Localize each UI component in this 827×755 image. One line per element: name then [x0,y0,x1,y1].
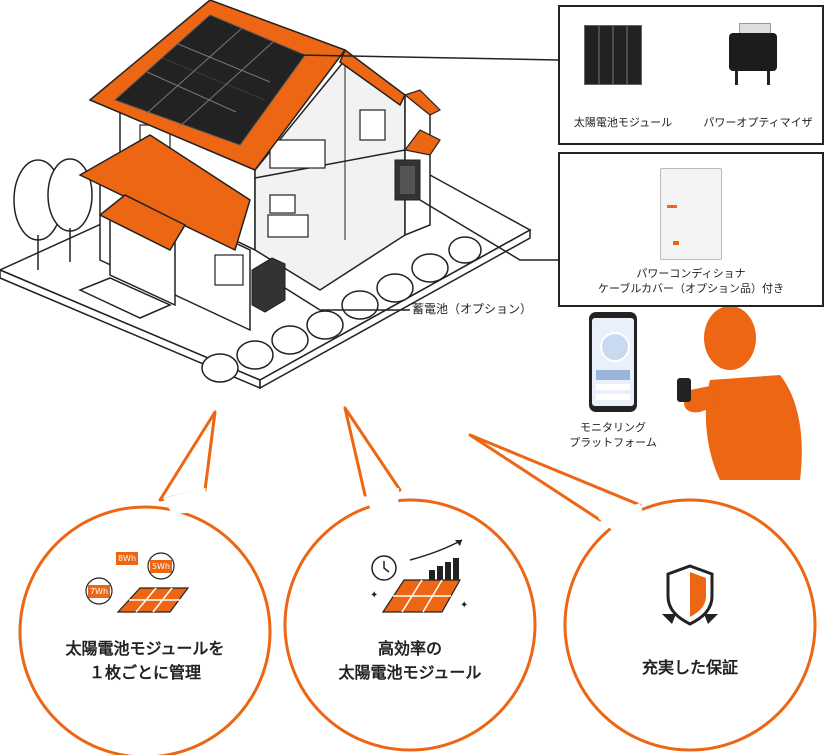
inverter-label-2: ケーブルカバー（オプション品）付き [597,282,784,295]
svg-text:✦: ✦ [370,590,378,601]
bubble-tail-2 [343,406,402,497]
optimizer-icon [725,23,781,85]
wh-tag-8: 8Wh [117,554,137,563]
module-label: 太陽電池モジュール [573,116,673,129]
inverter-label-1: パワーコンディショナ [636,267,746,280]
feature-1-title-line2: １枚ごとに管理 [88,663,201,682]
efficiency-icon: ✦ ✦ [370,539,468,613]
bubble-tail-1 [158,410,217,502]
monitoring-label-1: モニタリング [580,421,646,434]
solar-module-icon [584,25,642,85]
person-silhouette [684,306,802,480]
svg-text:✦: ✦ [460,600,468,611]
feature-3-title: 充実した保証 [641,658,738,677]
monitoring-label-2: プラットフォーム [569,436,657,449]
equipment-box-inverter: パワーコンディショナ ケーブルカバー（オプション品）付き [558,152,824,307]
optimizer-label: パワーオプティマイザ [703,116,813,129]
handheld-phone [677,378,691,402]
feature-bubble-1 [18,505,272,755]
equipment-box-module-optimizer: 太陽電池モジュール パワーオプティマイザ [558,5,824,145]
monitoring-phone-icon [589,312,637,412]
wall-inverter [394,159,421,201]
wh-tag-7: 7Wh [89,587,109,596]
bush-row [201,236,482,383]
feature-bubble-2 [283,498,537,752]
wh-tag-5: 5Wh [151,562,171,571]
battery-label: 蓄電池（オプション） [412,302,533,316]
shield-icon [662,564,718,626]
tree-icon [13,158,93,270]
inverter-icon [660,168,722,260]
feature-1-title-line1: 太陽電池モジュールを [65,639,225,658]
feature-2-title-line1: 高効率の [377,639,442,658]
roof-solar-array [114,14,306,146]
house-battery [251,257,286,313]
feature-2-title-line2: 太陽電池モジュール [338,663,482,682]
panel-wh-icon [85,552,190,613]
